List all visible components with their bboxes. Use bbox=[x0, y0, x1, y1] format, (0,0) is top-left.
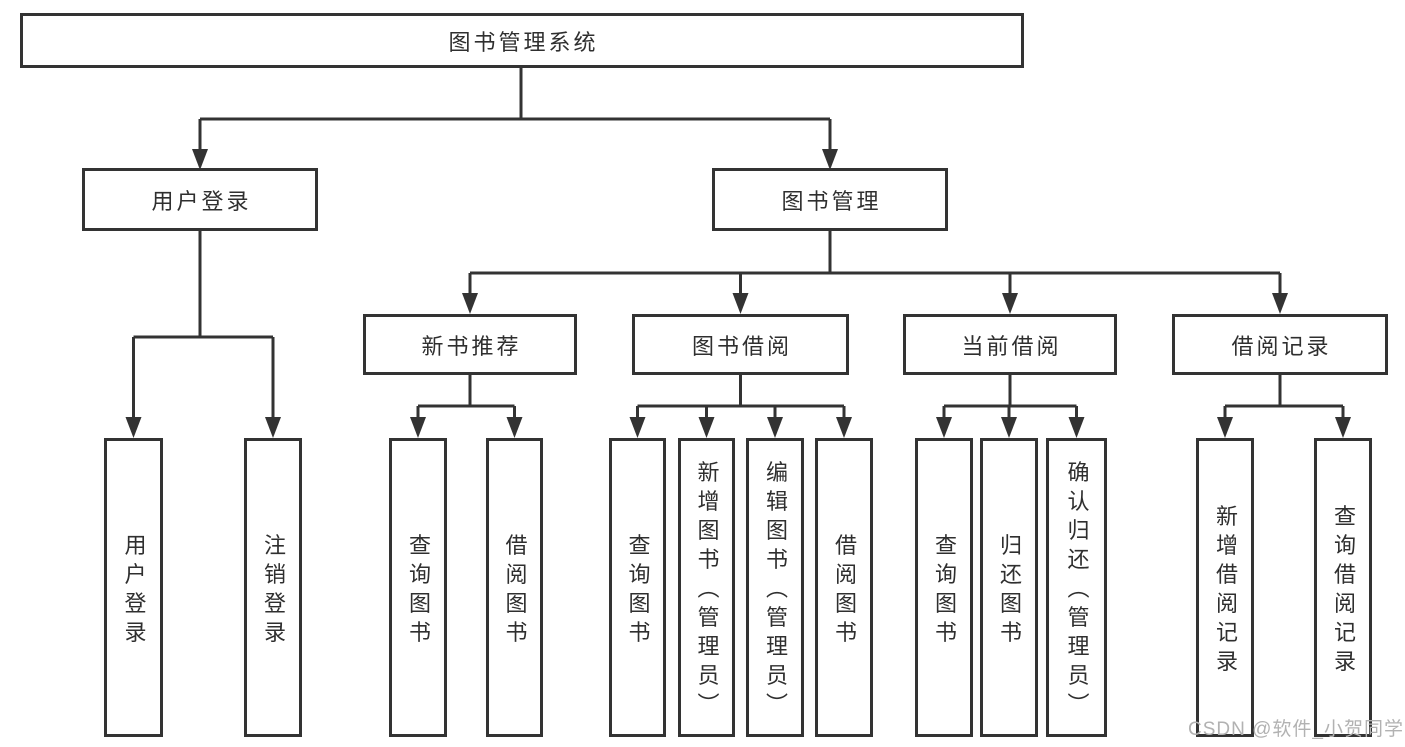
leaf-cb-return-books: 归还图书 bbox=[980, 438, 1038, 737]
leaf-rec-search-books: 查询图书 bbox=[389, 438, 447, 737]
leaf-cb-return-books-label: 归还图书 bbox=[997, 533, 1022, 649]
node-root: 图书管理系统 bbox=[20, 13, 1024, 68]
leaf-bb-edit-books-admin-label: 编辑图书（管理员） bbox=[763, 460, 788, 722]
csdn-watermark: CSDN @软件_小贺同学 bbox=[1188, 719, 1404, 740]
leaf-bb-search-books: 查询图书 bbox=[609, 438, 666, 737]
leaf-bb-add-books-admin-label: 新增图书（管理员） bbox=[694, 460, 720, 722]
connector-current-borrow-children bbox=[936, 375, 1085, 438]
leaf-bb-edit-books-admin: 编辑图书（管理员） bbox=[746, 438, 804, 737]
node-book-borrow: 图书借阅 bbox=[632, 314, 849, 375]
leaf-user-login-label: 用户登录 bbox=[121, 533, 147, 649]
leaf-bb-search-books-label: 查询图书 bbox=[625, 533, 651, 649]
node-new-book-rec: 新书推荐 bbox=[363, 314, 577, 375]
node-user-login-label: 用户登录 bbox=[151, 188, 252, 214]
connector-book-mgmt-children bbox=[462, 231, 1288, 314]
connector-new-book-rec-children bbox=[410, 375, 523, 438]
leaf-br-search-record-label: 查询借阅记录 bbox=[1331, 504, 1356, 678]
leaf-br-add-record: 新增借阅记录 bbox=[1196, 438, 1254, 737]
node-current-borrow-label: 当前借阅 bbox=[961, 333, 1062, 359]
connector-root-to-level2 bbox=[192, 68, 838, 170]
node-root-label: 图书管理系统 bbox=[448, 29, 599, 55]
leaf-br-search-record: 查询借阅记录 bbox=[1314, 438, 1372, 737]
node-borrow-records: 借阅记录 bbox=[1172, 314, 1388, 375]
leaf-rec-borrow-books-label: 借阅图书 bbox=[502, 533, 528, 649]
node-borrow-records-label: 借阅记录 bbox=[1231, 333, 1332, 359]
leaf-bb-add-books-admin: 新增图书（管理员） bbox=[678, 438, 735, 737]
leaf-cb-confirm-return-admin: 确认归还（管理员） bbox=[1046, 438, 1107, 737]
leaf-bb-borrow-books-label: 借阅图书 bbox=[832, 533, 857, 649]
leaf-logout-label: 注销登录 bbox=[261, 533, 286, 649]
leaf-user-login: 用户登录 bbox=[104, 438, 163, 737]
leaf-bb-borrow-books: 借阅图书 bbox=[815, 438, 873, 737]
leaf-cb-search-books: 查询图书 bbox=[915, 438, 973, 737]
leaf-cb-confirm-return-admin-label: 确认归还（管理员） bbox=[1064, 460, 1090, 722]
leaf-br-add-record-label: 新增借阅记录 bbox=[1213, 504, 1238, 678]
connector-user-login-children bbox=[125, 231, 281, 438]
node-user-login: 用户登录 bbox=[82, 168, 318, 231]
leaf-logout: 注销登录 bbox=[244, 438, 302, 737]
node-new-book-rec-label: 新书推荐 bbox=[421, 333, 522, 359]
leaf-cb-search-books-label: 查询图书 bbox=[932, 533, 957, 649]
leaf-rec-search-books-label: 查询图书 bbox=[406, 533, 431, 649]
node-book-mgmt: 图书管理 bbox=[712, 168, 948, 231]
connector-book-borrow-children bbox=[629, 375, 852, 438]
node-current-borrow: 当前借阅 bbox=[903, 314, 1117, 375]
node-book-borrow-label: 图书借阅 bbox=[691, 333, 792, 359]
leaf-rec-borrow-books: 借阅图书 bbox=[486, 438, 543, 737]
connector-borrow-records-children bbox=[1217, 375, 1351, 438]
node-book-mgmt-label: 图书管理 bbox=[781, 188, 882, 214]
